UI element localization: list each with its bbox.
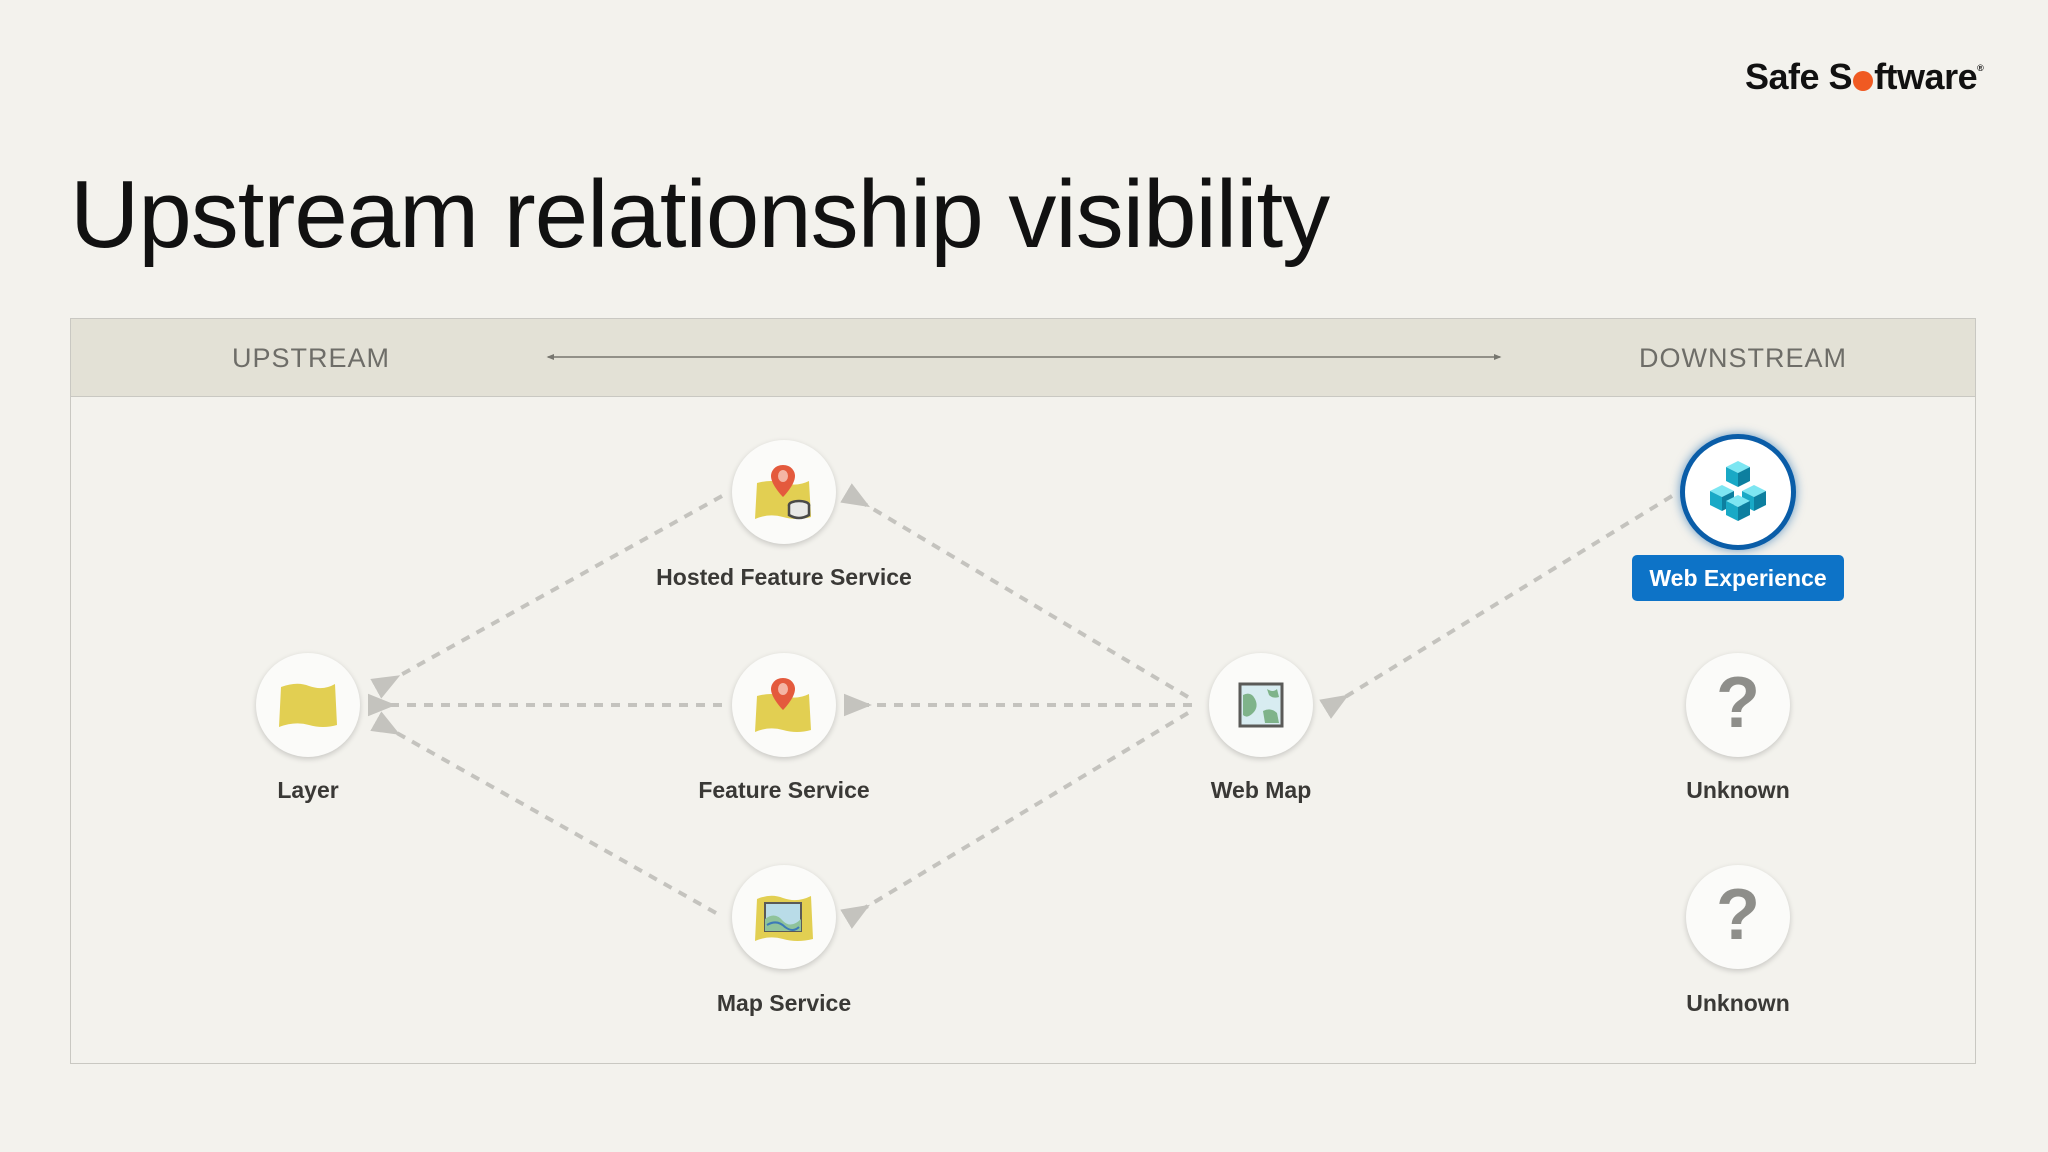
node-map-service[interactable] — [732, 865, 836, 969]
feature-service-icon — [755, 678, 811, 732]
question-mark-icon: ? — [1716, 663, 1760, 743]
node-label-feature-service: Feature Service — [698, 777, 870, 803]
brand-logo: Safe S ftware® — [1745, 56, 1984, 98]
node-label-unknown-2: Unknown — [1686, 990, 1790, 1016]
edge-hosted-to-layer — [370, 494, 723, 699]
hosted-feature-service-icon — [755, 465, 811, 520]
node-web-experience[interactable] — [1680, 434, 1796, 550]
node-label-unknown-1: Unknown — [1686, 777, 1790, 803]
node-unknown-1[interactable]: ? — [1686, 653, 1790, 757]
node-label-web-map: Web Map — [1210, 777, 1312, 803]
node-label-hosted-feature-service: Hosted Feature Service — [656, 564, 912, 590]
node-label-map-service: Map Service — [716, 990, 852, 1016]
brand-dot — [1853, 71, 1874, 91]
web-experience-icon — [1710, 461, 1766, 521]
brand-mark: ® — [1977, 63, 1984, 73]
edge-webmap-to-map-service — [840, 711, 1190, 929]
node-label-layer: Layer — [277, 777, 339, 803]
brand-text-start: Safe S — [1745, 56, 1853, 97]
edge-experience-to-webmap — [1319, 494, 1674, 719]
question-mark-icon: ? — [1716, 875, 1760, 955]
relationship-panel: UPSTREAM DOWNSTREAM — [70, 318, 1976, 1064]
upstream-label: UPSTREAM — [232, 343, 391, 373]
node-layer[interactable] — [256, 653, 360, 757]
downstream-label: DOWNSTREAM — [1639, 343, 1847, 373]
edge-map-service-to-layer — [370, 711, 717, 915]
web-map-icon — [1238, 682, 1284, 728]
page-title: Upstream relationship visibility — [70, 161, 1330, 268]
layer-icon — [279, 683, 337, 727]
brand-text-end: ftware — [1874, 56, 1978, 97]
node-unknown-2[interactable]: ? — [1686, 865, 1790, 969]
node-web-map[interactable] — [1209, 653, 1313, 757]
edge-webmap-to-hosted — [840, 483, 1190, 699]
map-service-icon — [755, 895, 813, 941]
node-hosted-feature-service[interactable] — [732, 440, 836, 544]
node-label-web-experience[interactable]: Web Experience — [1632, 555, 1844, 601]
node-feature-service[interactable] — [732, 653, 836, 757]
